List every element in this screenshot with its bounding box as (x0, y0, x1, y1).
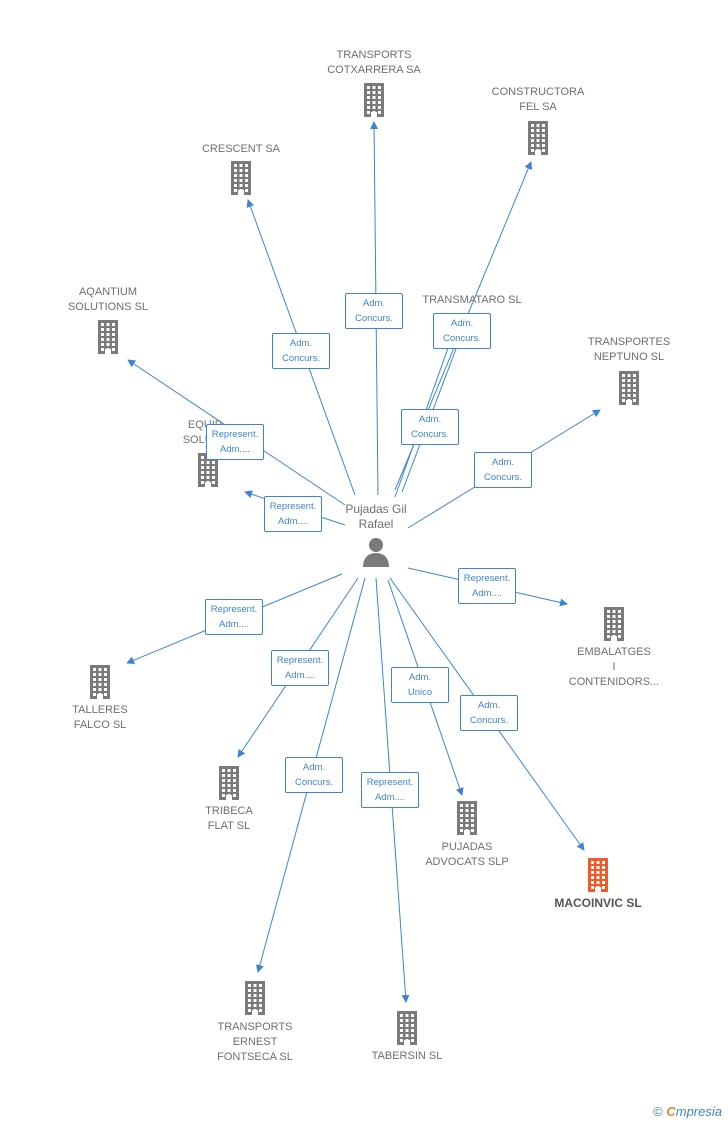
node-name: TABERSIN SL (371, 1050, 443, 1062)
edge-label-constructora[interactable]: Adm. Concurs. (433, 313, 491, 349)
node-name: PUJADAS ADVOCATS SLP (425, 841, 509, 868)
building-icon (90, 665, 110, 699)
node-label-tribeca[interactable]: TRIBECA FLAT SL (159, 804, 299, 834)
node-name: EMBALATGES I CONTENIDORS... (568, 646, 660, 688)
node-name: TRANSPORTS ERNEST FONTSECA SL (217, 1021, 293, 1063)
edge-label-tribeca[interactable]: Represent. Adm.... (271, 650, 329, 686)
node-icon-aqantium[interactable] (97, 320, 119, 354)
node-name: TRANSPORTES NEPTUNO SL (587, 336, 671, 363)
node-name: TRANSPORTS COTXARRERA SA (327, 49, 421, 76)
building-icon (231, 161, 251, 195)
brand-name: mpresia (675, 1104, 722, 1119)
node-label-tabersin[interactable]: TABERSIN SL (337, 1049, 477, 1064)
edge-label-talleres[interactable]: Represent. Adm.... (205, 599, 263, 635)
node-label-talleres[interactable]: TALLERES FALCO SL (30, 703, 170, 733)
node-icon-macoinvic[interactable] (587, 858, 609, 892)
building-icon (245, 981, 265, 1015)
node-name: TRANSMATARO SL (422, 294, 522, 306)
building-icon (457, 801, 477, 835)
copyright-symbol: © (653, 1104, 663, 1119)
node-label-constructora[interactable]: CONSTRUCTORA FEL SA (468, 85, 608, 115)
footer-brand: © Cmpresia (653, 1104, 722, 1119)
building-icon (588, 858, 608, 892)
edge-label-tabersin[interactable]: Represent. Adm.... (361, 772, 419, 808)
building-icon (364, 83, 384, 117)
edge-label-transmataro[interactable]: Adm. Concurs. (401, 409, 459, 445)
node-icon-tribeca[interactable] (218, 766, 240, 800)
building-icon (397, 1011, 417, 1045)
node-name: CONSTRUCTORA FEL SA (491, 86, 585, 113)
node-label-neptuno[interactable]: TRANSPORTES NEPTUNO SL (559, 335, 699, 365)
building-icon (98, 320, 118, 354)
brand-initial: C (666, 1104, 676, 1119)
center-person[interactable]: Pujadas Gil Rafael (326, 502, 426, 568)
node-label-pujadas[interactable]: PUJADAS ADVOCATS SLP (397, 840, 537, 870)
edge-label-pujadas[interactable]: Adm. Unico (391, 667, 449, 703)
edge-label-aqantium[interactable]: Represent. Adm.... (206, 424, 264, 460)
node-icon-neptuno[interactable] (618, 371, 640, 405)
node-icon-pujadas[interactable] (456, 801, 478, 835)
building-icon (619, 371, 639, 405)
edge-transmataro (394, 319, 460, 498)
node-icon-ernest[interactable] (244, 981, 266, 1015)
node-label-embalatges[interactable]: EMBALATGES I CONTENIDORS... (544, 645, 684, 690)
edge-label-crescent[interactable]: Adm. Concurs. (272, 333, 330, 369)
person-icon (363, 538, 389, 567)
building-icon (528, 121, 548, 155)
node-name: MACOINVIC SL (554, 896, 642, 910)
edge-label-equip[interactable]: Represent. Adm.... (264, 496, 322, 532)
node-icon-embalatges[interactable] (603, 607, 625, 641)
node-label-macoinvic[interactable]: MACOINVIC SL (528, 896, 668, 911)
node-icon-tabersin[interactable] (396, 1011, 418, 1045)
edge-label-ernest[interactable]: Adm. Concurs. (285, 757, 343, 793)
node-name: AQANTIUM SOLUTIONS SL (67, 286, 149, 313)
building-icon (219, 766, 239, 800)
building-icon (604, 607, 624, 641)
node-label-ernest[interactable]: TRANSPORTS ERNEST FONTSECA SL (185, 1020, 325, 1065)
edge-transmataro (401, 324, 467, 493)
node-label-transmataro[interactable]: TRANSMATARO SL (402, 293, 542, 308)
node-icon-constructora[interactable] (527, 121, 549, 155)
node-label-aqantium[interactable]: AQANTIUM SOLUTIONS SL (38, 285, 178, 315)
node-label-cotxarrera[interactable]: TRANSPORTS COTXARRERA SA (304, 48, 444, 78)
edge-label-cotxarrera[interactable]: Adm. Concurs. (345, 293, 403, 329)
node-icon-cotxarrera[interactable] (363, 83, 385, 117)
node-name: TALLERES FALCO SL (72, 704, 128, 731)
node-name: CRESCENT SA (201, 143, 281, 155)
edge-label-neptuno[interactable]: Adm. Concurs. (474, 452, 532, 488)
edge-label-macoinvic[interactable]: Adm. Concurs. (460, 695, 518, 731)
edge-label-embalatges[interactable]: Represent. Adm.... (458, 568, 516, 604)
node-icon-crescent[interactable] (230, 161, 252, 195)
node-label-crescent[interactable]: CRESCENT SA (171, 142, 311, 157)
node-icon-talleres[interactable] (89, 665, 111, 699)
node-name: TRIBECA FLAT SL (205, 805, 253, 832)
center-person-name: Pujadas Gil Rafael (345, 502, 407, 531)
